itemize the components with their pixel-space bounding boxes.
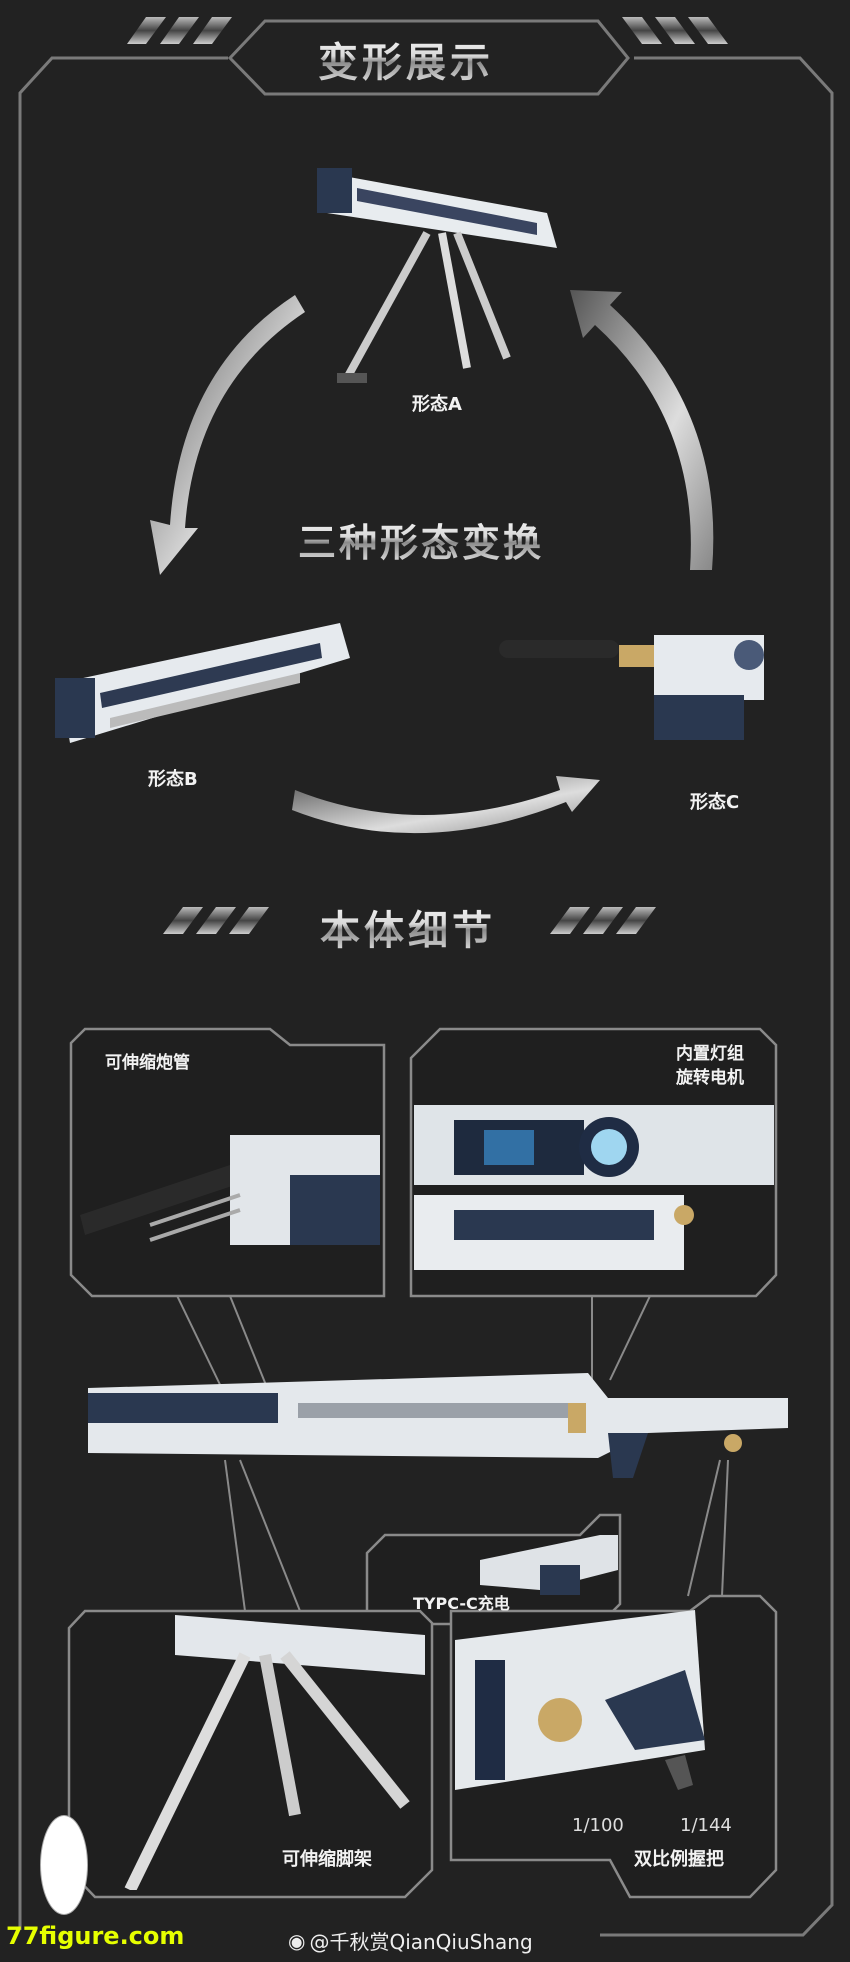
form-c-image: [494, 620, 789, 745]
barrel-detail-image: [80, 1075, 380, 1285]
form-c-label: 形态C: [690, 792, 740, 813]
three-forms-heading: 三种形态变换: [298, 512, 544, 567]
cycle-arrows: [150, 290, 714, 834]
light-label: 内置灯组: [676, 1044, 744, 1064]
typec-charging-label: TYPC-C充电: [413, 1594, 510, 1613]
section-title-details: 本体细节: [320, 898, 496, 956]
light-motor-detail-image: [414, 1085, 774, 1290]
form-b-image: [50, 613, 357, 763]
main-gun-image: [88, 1358, 795, 1478]
tripod-detail-label: 可伸缩脚架: [282, 1849, 372, 1870]
tripod-detail-image: [75, 1615, 425, 1890]
motor-label: 旋转电机: [676, 1068, 744, 1088]
form-a-image: [307, 163, 563, 395]
weibo-handle: @千秋赏QianQiuShang: [309, 1930, 533, 1954]
form-b-label: 形态B: [148, 769, 198, 790]
grip-detail-label: 双比例握把: [634, 1849, 724, 1870]
weibo-credit: ◉ @千秋赏QianQiuShang: [288, 1926, 533, 1955]
barrel-detail-label: 可伸缩炮管: [105, 1053, 190, 1073]
watermark-text: 77figure.com: [6, 1922, 185, 1950]
typec-detail-image: [480, 1530, 618, 1600]
form-a-label: 形态A: [412, 394, 462, 415]
scale-1-100: 1/100: [572, 1815, 624, 1836]
weibo-icon: ◉: [288, 1928, 306, 1953]
grip-detail-image: [455, 1600, 773, 1860]
light-motor-detail-label: 内置灯组 旋转电机: [676, 1042, 744, 1090]
section-title-transform: 变形展示: [318, 30, 494, 88]
scale-1-144: 1/144: [680, 1815, 732, 1836]
mascot-logo: [40, 1815, 88, 1915]
